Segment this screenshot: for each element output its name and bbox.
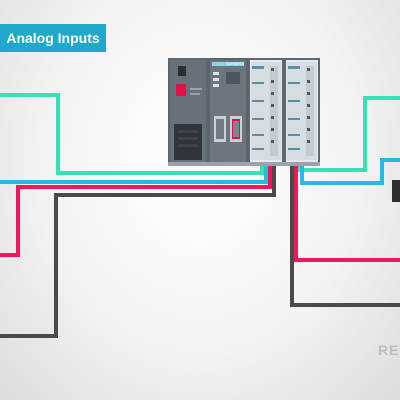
status-led-red	[176, 84, 186, 96]
wire-teal-left	[0, 93, 264, 175]
analog-inputs-badge: Analog Inputs	[0, 24, 106, 52]
sensor-device-right	[392, 180, 400, 202]
wire-dark-left	[0, 160, 276, 338]
cpu-brand-label: SIEMENS	[226, 61, 244, 66]
watermark-logo: RE	[378, 342, 400, 358]
wire-cyan-left	[0, 160, 268, 184]
wire-cyan-right	[300, 158, 400, 185]
wire-dark-right	[290, 160, 400, 307]
terminal-cover	[174, 124, 202, 160]
wire-pink-right	[294, 160, 400, 262]
wire-pink-left	[0, 160, 272, 257]
power-switch	[178, 66, 186, 76]
plc-rack: SIEMENS	[168, 58, 320, 166]
